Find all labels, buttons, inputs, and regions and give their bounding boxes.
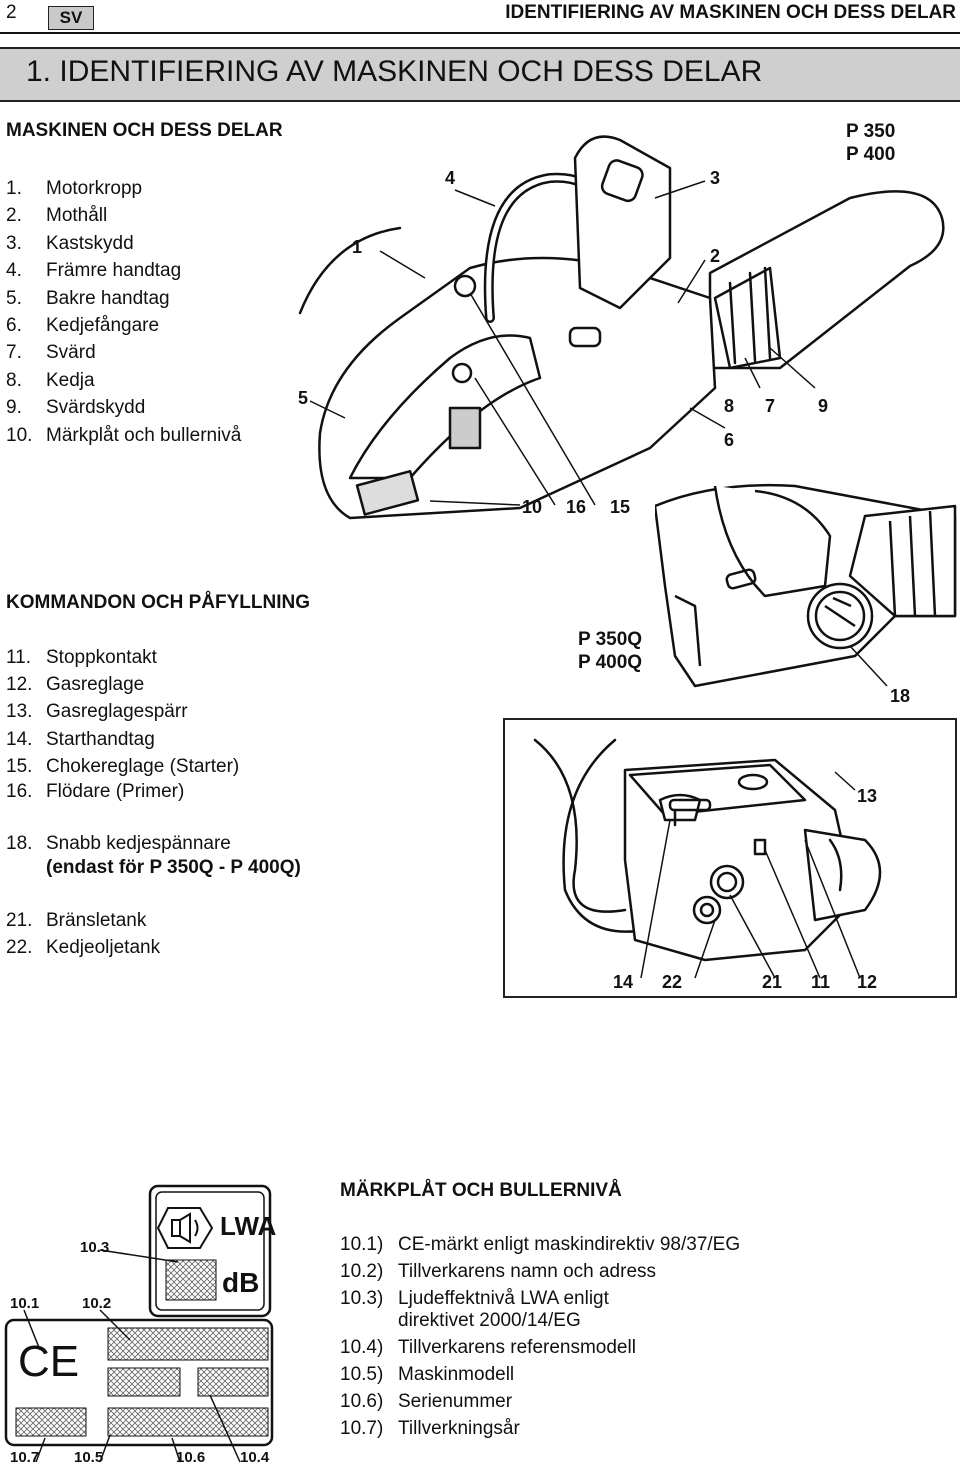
parts-model-note: P 350 P 400 (846, 121, 896, 165)
list-item: 7.Svärd (6, 342, 96, 364)
controls-list: 11.Stoppkontakt 12.Gasreglage 13.Gasregl… (6, 644, 239, 804)
callout-21: 21 (762, 972, 782, 992)
callout-7: 7 (765, 396, 775, 416)
list-item: 13.Gasreglagespärr (6, 701, 188, 723)
list-item: 16.Flödare (Primer) (6, 781, 185, 803)
list-item: 9.Svärdskydd (6, 397, 146, 419)
page-number: 2 (6, 2, 17, 23)
rating-plate-illustration: LWA dB CE 10.3 10.1 10.2 10.7 10.5 10.6 … (4, 1184, 277, 1465)
list-item-18: 18.Snabb kedjespännare (endast för P 350… (6, 833, 301, 878)
lwa-text: LWA (220, 1211, 277, 1241)
list-item: 4.Främre handtag (6, 260, 182, 282)
header-rule (0, 32, 960, 34)
callout-22: 22 (662, 972, 682, 992)
list-item: 2.Mothåll (6, 205, 108, 227)
list-item: 10.Märkplåt och bullernivå (6, 424, 242, 446)
callout-10-2: 10.2 (82, 1295, 111, 1312)
list-item: 11.Stoppkontakt (6, 647, 157, 668)
parts-list: 1.Motorkropp 2.Mothåll 3.Kastskydd 4.Frä… (6, 175, 241, 449)
chainsaw-side-illustration: 1 2 3 4 5 6 7 8 9 10 16 15 (298, 135, 945, 520)
callout-10: 10 (522, 497, 542, 517)
list-item: 10.1)CE-märkt enligt maskindirektiv 98/3… (340, 1234, 741, 1255)
callout-10-7: 10.7 (10, 1449, 39, 1465)
callout-10-6: 10.6 (176, 1449, 205, 1465)
controls-model-note: P 350Q P 400Q (578, 629, 643, 673)
list-item: 1.Motorkropp (6, 178, 143, 199)
callout-10-1: 10.1 (10, 1295, 39, 1312)
language-badge: SV (48, 6, 94, 30)
running-title: IDENTIFIERING AV MASKINEN OCH DESS DELAR (505, 2, 956, 23)
list-item: 10.5)Maskinmodell (340, 1364, 515, 1385)
parts-heading: MASKINEN OCH DESS DELAR (6, 120, 283, 141)
list-item: 10.3)Ljudeffektnivå LWA enligt direktive… (340, 1288, 609, 1331)
callout-10-3: 10.3 (80, 1239, 109, 1256)
list-item: 3.Kastskydd (6, 232, 134, 254)
list-item: 12.Gasreglage (6, 674, 145, 696)
callout-10-4: 10.4 (240, 1449, 270, 1465)
list-item: 10.2)Tillverkarens namn och adress (340, 1261, 657, 1282)
list-item: 5.Bakre handtag (6, 287, 170, 309)
list-item: 10.6)Serienummer (340, 1391, 513, 1412)
plate-heading: MÄRKPLÅT OCH BULLERNIVÅ (340, 1180, 622, 1201)
callout-8: 8 (724, 396, 734, 416)
plate-list: 10.1)CE-märkt enligt maskindirektiv 98/3… (340, 1234, 740, 1440)
callout-18: 18 (890, 686, 910, 706)
callout-12: 12 (857, 972, 877, 992)
list-item: 8.Kedja (6, 369, 95, 391)
controls-heading: KOMMANDON OCH PÅFYLLNING (6, 592, 310, 613)
list-item: 10.4)Tillverkarens referensmodell (340, 1337, 636, 1358)
callout-13: 13 (857, 786, 877, 806)
callout-11: 11 (811, 972, 830, 992)
callout-4: 4 (445, 168, 455, 188)
callout-5: 5 (298, 388, 308, 408)
list-item: 15.Chokereglage (Starter) (6, 755, 240, 777)
tanks-list: 21.Bränsletank 22.Kedjeoljetank (6, 907, 160, 961)
callout-14: 14 (613, 972, 633, 992)
list-item: 14.Starthandtag (6, 728, 155, 750)
callout-10-5: 10.5 (74, 1449, 103, 1465)
callout-2: 2 (710, 246, 720, 266)
section-banner (0, 47, 960, 102)
list-item: 21.Bränsletank (6, 910, 147, 931)
section-title: 1. IDENTIFIERING AV MASKINEN OCH DESS DE… (26, 55, 763, 88)
callout-15: 15 (610, 497, 630, 517)
db-text: dB (222, 1267, 259, 1298)
callout-16: 16 (566, 497, 586, 517)
chain-tensioner-illustration: 18 (655, 483, 957, 706)
speaker-icon (156, 1207, 214, 1249)
callout-6: 6 (724, 430, 734, 450)
callout-1: 1 (352, 237, 362, 257)
list-item: 10.7)Tillverkningsår (340, 1418, 520, 1439)
list-item: 6.Kedjefångare (6, 315, 160, 337)
callout-3: 3 (710, 168, 720, 188)
list-item: 22.Kedjeoljetank (6, 937, 161, 958)
controls-illustration: 13 14 22 21 11 12 (533, 738, 882, 992)
ce-mark: CE (18, 1337, 79, 1386)
callout-9: 9 (818, 396, 828, 416)
